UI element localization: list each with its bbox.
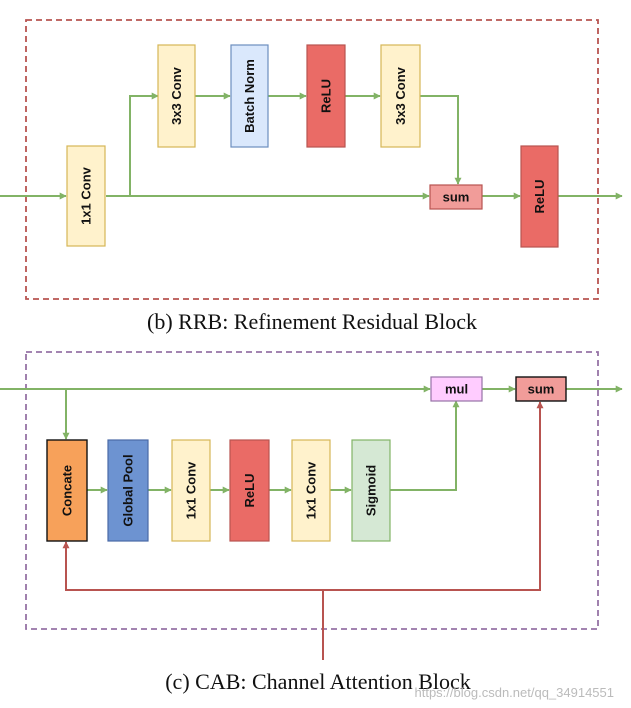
rrb-branch-arrow — [129, 92, 159, 196]
rrb-connectors — [0, 92, 623, 200]
rrb-conv1x1-label: 1x1 Conv — [79, 166, 94, 225]
cab-caption: (c) CAB: Channel Attention Block — [165, 669, 471, 694]
rrb-caption: (b) RRB: Refinement Residual Block — [147, 309, 477, 334]
cab-sum-label: sum — [528, 382, 555, 397]
rrb-sum-label: sum — [443, 190, 470, 205]
cab-block-relu: ReLU — [229, 439, 270, 542]
cab-block-conv1x1-b: 1x1 Conv — [291, 439, 331, 542]
cab-block-conv1x1-a: 1x1 Conv — [171, 439, 211, 542]
cab-conv1x1-a-label: 1x1 Conv — [184, 461, 199, 520]
cab-feedback-connectors — [62, 401, 544, 660]
rrb-block-relu-a: ReLU — [306, 44, 346, 148]
rrb-relu-out-label: ReLU — [532, 180, 547, 214]
rrb-block-relu-out: ReLU — [520, 145, 559, 248]
rrb-conv-to-sum-arrow — [420, 95, 462, 185]
cab-block-mul: mul — [430, 376, 483, 402]
cab-block-sum: sum — [515, 376, 567, 402]
rrb-conv3x3-b-label: 3x3 Conv — [393, 66, 408, 125]
rrb-block-conv3x3-a: 3x3 Conv — [157, 44, 196, 148]
cab-sigmoid-to-mul-arrow — [390, 400, 460, 491]
rrb-conv3x3-a-label: 3x3 Conv — [169, 66, 184, 125]
cab-mul-label: mul — [445, 382, 468, 397]
watermark: https://blog.csdn.net/qq_34914551 — [415, 685, 615, 700]
rrb-relu-a-label: ReLU — [319, 79, 334, 113]
cab-block-concate: Concate — [46, 439, 88, 542]
rrb-container-border — [25, 19, 599, 300]
rrb-block-sum: sum — [429, 184, 483, 210]
cab-container-border — [25, 351, 599, 630]
rrb-block-conv1x1: 1x1 Conv — [66, 145, 106, 247]
cab-block-sigmoid: Sigmoid — [351, 439, 391, 542]
cab-feedback-to-concate-arrow — [62, 541, 323, 591]
cab-conv1x1-b-label: 1x1 Conv — [304, 461, 319, 520]
cab-concate-label: Concate — [60, 465, 75, 516]
rrb-block-conv3x3-b: 3x3 Conv — [380, 44, 421, 148]
cab-feedback-to-sum-arrow — [323, 401, 544, 591]
cab-connectors — [0, 385, 623, 494]
cab-global-pool-label: Global Pool — [121, 454, 136, 526]
rrb-block-batch-norm: Batch Norm — [230, 44, 269, 148]
rrb-batch-norm-label: Batch Norm — [242, 59, 257, 133]
cab-relu-label: ReLU — [242, 474, 257, 508]
cab-sigmoid-label: Sigmoid — [364, 465, 379, 516]
cab-block-global-pool: Global Pool — [107, 439, 149, 542]
